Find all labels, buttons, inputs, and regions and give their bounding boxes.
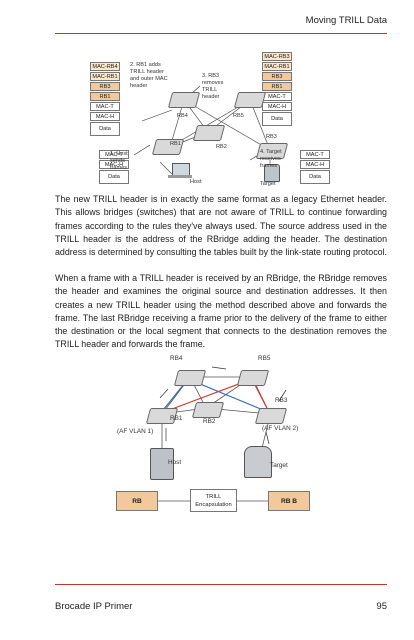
step2-label: 2. RB1 adds TRILL header and outer MAC h… <box>130 62 168 89</box>
frame-field: MAC-RB3 <box>262 52 292 61</box>
running-header: Moving TRILL Data <box>305 15 387 26</box>
node-label-rb1: RB1 <box>170 415 183 422</box>
frame-field: MAC-H <box>90 112 120 121</box>
header-rule <box>55 33 387 34</box>
laptop-base-icon <box>168 175 192 178</box>
server-tower-icon <box>150 448 174 480</box>
node-label-rb5: RB5 <box>233 113 244 119</box>
node-label-rb3: RB3 <box>266 134 277 140</box>
frame-field: MAC-T <box>300 150 330 159</box>
body-paragraph: The new TRILL header is in exactly the s… <box>55 194 388 258</box>
node-label-rb3: RB3 <box>275 397 288 404</box>
frame-field: MAC-RB4 <box>90 62 120 71</box>
frame-field: MAC-H <box>262 102 292 111</box>
page-number: 95 <box>376 601 387 612</box>
legend-encap-box: TRILL Encapsulation <box>190 489 237 512</box>
node-label-rb2: RB2 <box>203 418 216 425</box>
node-label-host: Host <box>168 459 182 466</box>
node-label-rb1: RB1 <box>170 141 181 147</box>
frame-field: Data <box>99 170 129 184</box>
node-label-target: Target <box>270 462 288 469</box>
node-label-rb4: RB4 <box>177 113 188 119</box>
node-label-target: Target <box>260 181 276 187</box>
legend-rbb-box: RB B <box>268 491 310 511</box>
frame-field: RB1 <box>262 82 292 91</box>
node-label-host: Host <box>190 179 202 185</box>
frame-field: MAC-H <box>300 160 330 169</box>
body-paragraph: When a frame with a TRILL header is rece… <box>55 273 387 350</box>
switch-icon <box>173 370 207 386</box>
frame-field: MAC-T <box>99 150 129 159</box>
frame-field: MAC-T <box>90 102 120 111</box>
vlan-label-left: (AF VLAN 1) <box>117 428 154 435</box>
frame-field: RB3 <box>90 82 120 91</box>
switch-icon <box>191 402 225 418</box>
legend-rb-box: RB <box>116 491 158 511</box>
footer-rule <box>55 584 387 585</box>
frame-field: Data <box>300 170 330 184</box>
storage-array-icon <box>244 446 272 478</box>
switch-icon <box>236 370 270 386</box>
step3-label: 3. RB3 removes TRILL header <box>202 73 224 100</box>
frame-field: MAC-H <box>99 160 129 169</box>
step4-label: 4. Target receives frames <box>260 149 282 169</box>
switch-icon <box>254 408 288 424</box>
node-label-rb2: RB2 <box>216 144 227 150</box>
node-label-rb4: RB4 <box>170 355 183 362</box>
frame-field: RB3 <box>262 72 292 81</box>
frame-field: RB1 <box>90 92 120 101</box>
frame-field: Data <box>90 122 120 136</box>
footer-book-title: Brocade IP Primer <box>55 601 133 612</box>
frame-field: MAC-RB1 <box>90 72 120 81</box>
frame-field: Data <box>262 112 292 126</box>
vlan-label-right: (AF VLAN 2) <box>262 425 299 432</box>
step1-label: 1. Host sends frames <box>110 151 128 171</box>
node-label-rb5: RB5 <box>258 355 271 362</box>
server-icon <box>264 164 280 182</box>
frame-field: MAC-RB1 <box>262 62 292 71</box>
